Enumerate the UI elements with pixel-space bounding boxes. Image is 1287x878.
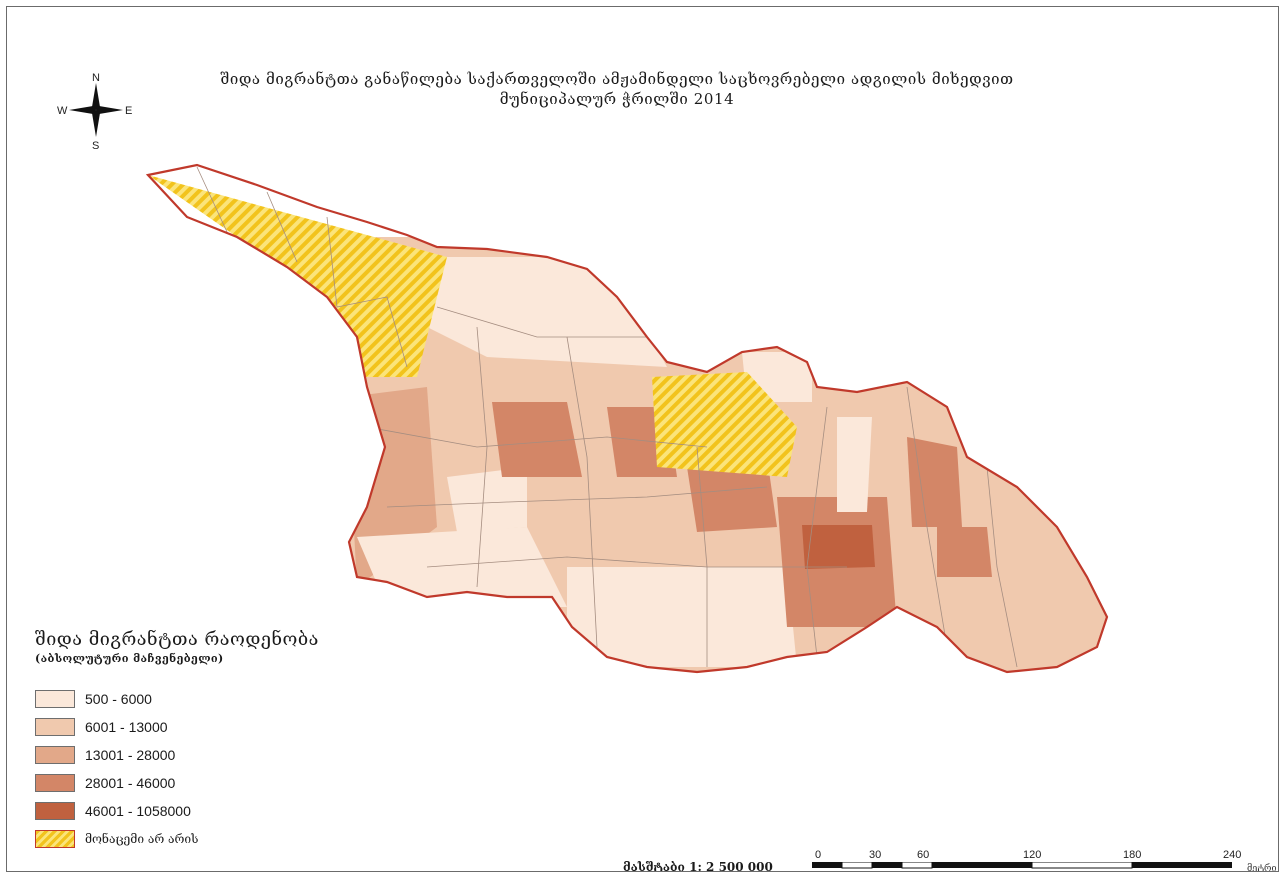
legend-label: 6001 - 13000 bbox=[85, 719, 168, 735]
border-line bbox=[806, 406, 828, 658]
scale-segment bbox=[841, 862, 873, 869]
region-kakheti-light bbox=[837, 417, 872, 512]
scale-label: მასშტაბი 1: 2 500 000 bbox=[623, 860, 773, 872]
legend-subtitle: (აბსოლუტური მაჩვენებელი) bbox=[35, 652, 224, 665]
region-tbilisi bbox=[802, 525, 875, 569]
compass-south-arrow bbox=[92, 110, 100, 137]
region-gori-area bbox=[687, 457, 777, 532]
legend-label: 13001 - 28000 bbox=[85, 747, 176, 763]
legend-swatch bbox=[35, 690, 75, 708]
scale-unit: მეტრი bbox=[1247, 864, 1277, 872]
scale-tick: 30 bbox=[869, 849, 882, 861]
border-line bbox=[696, 446, 708, 667]
legend-swatch bbox=[35, 746, 75, 764]
compass-w: W bbox=[57, 105, 68, 117]
scale-segment bbox=[901, 862, 933, 869]
region-kakheti-south bbox=[937, 527, 992, 577]
region-southwest-light bbox=[357, 527, 567, 607]
legend-item: 6001 - 13000 bbox=[35, 717, 168, 737]
compass-e: E bbox=[125, 105, 132, 117]
scale-segment bbox=[932, 862, 1032, 868]
border-line bbox=[906, 386, 948, 648]
region-south-ossetia-hatched bbox=[652, 372, 797, 477]
legend-title: შიდა მიგრანტთა რაოდენობა bbox=[35, 629, 319, 650]
legend-label: მონაცემი არ არის bbox=[85, 832, 199, 846]
region-imereti-dark bbox=[492, 402, 582, 477]
compass-rose: N S E W bbox=[55, 69, 137, 152]
border-line bbox=[476, 326, 488, 588]
compass-s: S bbox=[92, 140, 99, 151]
border-line bbox=[566, 336, 598, 648]
legend-swatch bbox=[35, 802, 75, 820]
legend-swatch bbox=[35, 718, 75, 736]
scale-tick: 180 bbox=[1123, 849, 1142, 861]
scale-segment bbox=[872, 862, 902, 868]
map-title-line1: შიდა მიგრანტთა განაწილება საქართველოში ა… bbox=[220, 70, 1014, 88]
scale-tick: 0 bbox=[815, 849, 822, 861]
scale-segment bbox=[1031, 862, 1133, 869]
legend-label: 28001 - 46000 bbox=[85, 775, 176, 791]
scale-bar bbox=[812, 862, 1232, 869]
legend-label: 500 - 6000 bbox=[85, 691, 152, 707]
scale-segment bbox=[812, 862, 842, 868]
legend-item: 500 - 6000 bbox=[35, 689, 152, 709]
region-center-light bbox=[447, 467, 527, 532]
compass-east-arrow bbox=[96, 106, 123, 114]
border-line bbox=[326, 216, 408, 368]
legend-item: 28001 - 46000 bbox=[35, 773, 175, 793]
map-title-line2: მუნიციპალურ ჭრილში 2014 bbox=[499, 90, 735, 108]
map-frame: შიდა მიგრანტთა განაწილება საქართველოში ა… bbox=[6, 6, 1279, 872]
border-line bbox=[386, 486, 768, 508]
legend-item-no-data: მონაცემი არ არის bbox=[35, 829, 198, 849]
scale-tick: 240 bbox=[1223, 849, 1242, 861]
region-kakheti-east bbox=[907, 437, 962, 527]
border-line bbox=[426, 556, 847, 568]
legend-label: 46001 - 1058000 bbox=[85, 803, 191, 819]
compass-n: N bbox=[92, 72, 100, 84]
legend-item: 46001 - 1058000 bbox=[35, 801, 191, 821]
legend-swatch bbox=[35, 774, 75, 792]
municipality-fills bbox=[148, 175, 1107, 672]
border-line bbox=[986, 466, 1018, 668]
border-line bbox=[266, 191, 298, 263]
compass-rose-icon: N S E W bbox=[57, 72, 132, 152]
map-title: შიდა მიგრანტთა განაწილება საქართველოში ა… bbox=[207, 69, 1027, 109]
scale-segment bbox=[1132, 862, 1232, 868]
compass-north-arrow bbox=[92, 83, 100, 110]
municipality-borders bbox=[196, 166, 1018, 668]
border-line bbox=[436, 306, 647, 338]
legend-item: 13001 - 28000 bbox=[35, 745, 175, 765]
compass-west-arrow bbox=[69, 106, 96, 114]
legend-swatch-hatched bbox=[35, 830, 75, 848]
border-line bbox=[366, 426, 708, 448]
scale-tick: 60 bbox=[917, 849, 930, 861]
scale-tick: 120 bbox=[1023, 849, 1042, 861]
map-canvas bbox=[146, 163, 1109, 674]
region-south-light bbox=[567, 567, 797, 667]
